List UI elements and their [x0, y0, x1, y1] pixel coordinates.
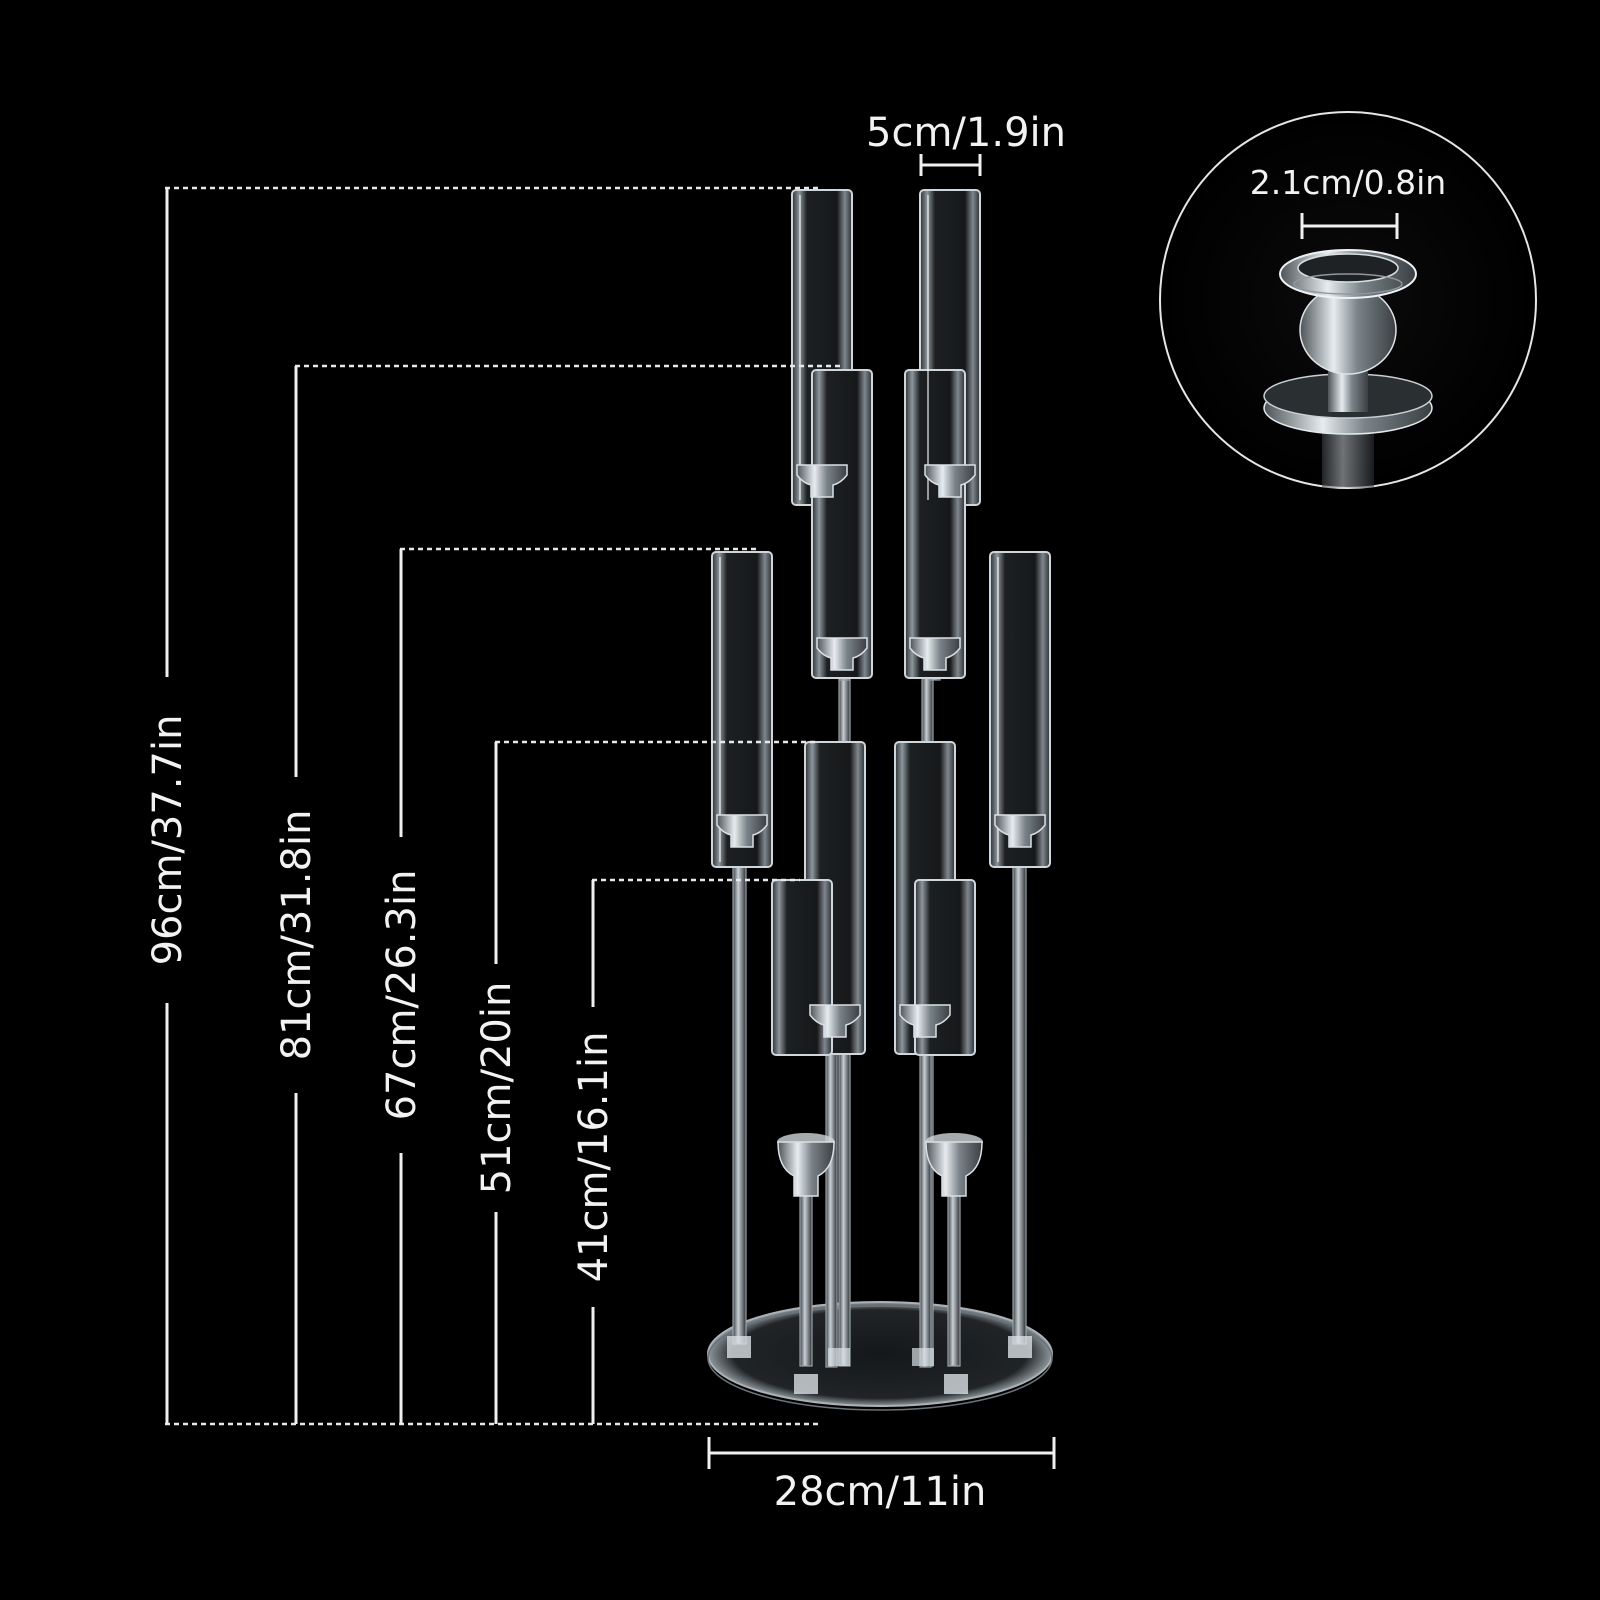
height-label-96: 96cm/37.7in — [135, 677, 199, 1003]
base-plate — [707, 1301, 1053, 1407]
height-label-41: 41cm/16.1in — [561, 1007, 625, 1307]
cup-width-label: 2.1cm/0.8in — [1250, 163, 1446, 202]
height-label-text: 67cm/26.3in — [379, 870, 425, 1121]
candle-cup-bulb — [1299, 285, 1397, 375]
base-width-label: 28cm/11in — [774, 1469, 987, 1515]
base-width-dimension: 28cm/11in — [707, 1437, 1056, 1515]
height-label-text: 96cm/37.7in — [145, 715, 191, 966]
height-label-51: 51cm/20in — [464, 964, 528, 1212]
height-label-67: 67cm/26.3in — [369, 837, 433, 1153]
height-label-81: 81cm/31.8in — [264, 777, 328, 1093]
candle-cup-detail-inset: 2.1cm/0.8in — [1159, 111, 1537, 489]
tube-width-label: 5cm/1.9in — [866, 110, 1066, 156]
height-label-text: 51cm/20in — [474, 982, 520, 1195]
candelabra-illustration — [707, 189, 1053, 1411]
lower-candle-cup — [777, 1133, 835, 1197]
tube-width-dimension: 5cm/1.9in — [866, 110, 1066, 176]
lower-candle-cup — [925, 1133, 983, 1197]
height-label-text: 81cm/31.8in — [274, 810, 320, 1061]
height-label-text: 41cm/16.1in — [571, 1032, 617, 1283]
